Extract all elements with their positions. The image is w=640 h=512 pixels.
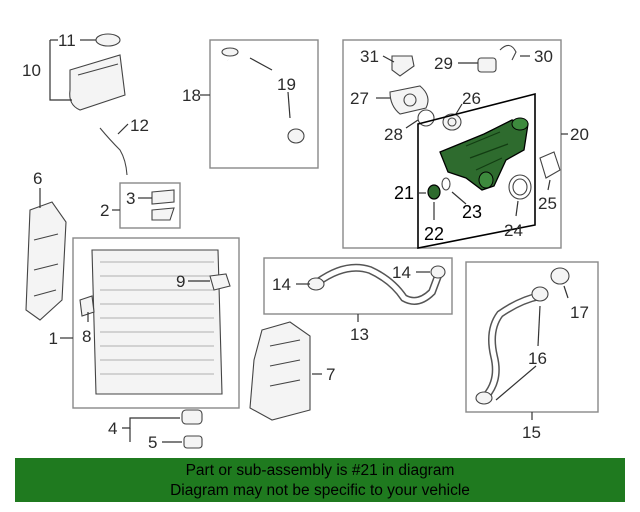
cap-9: [209, 273, 231, 291]
callout-14a: 14: [272, 275, 291, 294]
bracket-31: [391, 55, 415, 77]
callout-24: 24: [504, 221, 523, 240]
cap-22: [427, 184, 441, 200]
group-box-hose-15: [465, 261, 599, 413]
hose-15: [475, 286, 549, 405]
clamp-17: [550, 267, 570, 285]
group-box-hose-18: [209, 39, 319, 169]
callout-30: 30: [534, 47, 553, 66]
callout-18: 18: [182, 86, 201, 105]
callout-26: 26: [462, 89, 481, 108]
group-box-brackets-2: [119, 182, 181, 229]
oring-23: [441, 177, 451, 191]
callout-9: 9: [176, 272, 185, 291]
callout-25: 25: [538, 194, 557, 213]
group-box-radiator-1: [72, 237, 240, 409]
callout-28: 28: [384, 125, 403, 144]
gasket-24: [508, 174, 532, 200]
bracket-8: [79, 295, 95, 317]
callout-5: 5: [148, 433, 157, 452]
callout-22: 22: [424, 224, 444, 244]
banner-line-2: Diagram may not be specific to your vehi…: [170, 482, 470, 499]
overflow-hose-12: [99, 127, 128, 176]
info-banner: Part or sub-assembly is #21 in diagram D…: [15, 458, 625, 502]
callout-6: 6: [33, 169, 42, 188]
callout-11: 11: [58, 31, 76, 50]
callout-2: 2: [100, 201, 109, 220]
air-guide-7: [249, 321, 311, 421]
plug-5: [183, 435, 203, 449]
callout-17: 17: [570, 303, 589, 322]
thermostat-26: [442, 113, 462, 131]
highlight-outline-21: [417, 92, 536, 249]
gasket-28: [417, 109, 435, 127]
callout-27: 27: [350, 89, 369, 108]
callout-15: 15: [522, 423, 541, 442]
hose-13: [307, 263, 446, 305]
housing-27: [389, 85, 429, 115]
callout-21: 21: [394, 183, 414, 203]
callout-14b: 14: [392, 263, 411, 282]
callout-29: 29: [434, 54, 453, 73]
gasket-25: [539, 151, 561, 179]
shroud-6: [25, 201, 67, 321]
water-outlet-housing-21: [439, 117, 529, 191]
callout-7: 7: [326, 365, 335, 384]
group-box-thermostat-20: [342, 39, 562, 249]
callout-19: 19: [277, 75, 296, 94]
hose-18: [221, 47, 305, 144]
callout-10: 10: [22, 61, 41, 80]
cap-4: [181, 409, 203, 425]
callout-16: 16: [528, 349, 547, 368]
callout-3: 3: [126, 189, 135, 208]
callout-20: 20: [570, 125, 589, 144]
callout-1: 1: [49, 329, 58, 348]
sensor-29-30: [477, 44, 517, 73]
reservoir-tank: [69, 33, 126, 111]
callout-4: 4: [108, 419, 117, 438]
radiator: [91, 249, 223, 395]
banner-line-1: Part or sub-assembly is #21 in diagram: [185, 462, 455, 479]
callout-23: 23: [462, 202, 482, 222]
callout-31: 31: [360, 47, 379, 66]
callout-13: 13: [350, 325, 369, 344]
callout-12: 12: [130, 116, 149, 135]
bracket-3: [151, 189, 175, 221]
callout-8: 8: [82, 327, 91, 346]
